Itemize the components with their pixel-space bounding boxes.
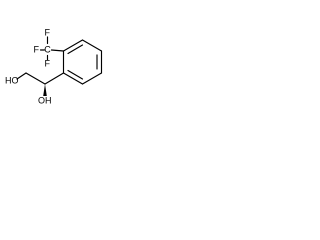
stereo-wedge-bond [43,84,47,96]
fluorine-left-label: F [34,44,40,54]
bond-ch2-to-ho [16,72,27,80]
ring-bond-lower-right [81,72,103,85]
bond-stereocenter-to-ch2 [25,72,46,85]
chemical-structure-diagram: F F F C HO OH [5,27,103,105]
carbon-label: C [44,44,51,54]
ring-bond-lower-left [62,72,84,85]
ring-bond-top-right [62,39,84,52]
hydroxyl-left-label: HO [5,75,19,85]
fluorine-top-label: F [45,27,51,37]
fluorine-lower-label: F [45,58,51,68]
bond-ring-to-stereocenter [44,72,65,85]
bonds [16,36,103,96]
hydroxyl-lower-label: OH [38,95,52,105]
ring-inner-double-bottom [67,69,84,80]
ring-inner-double-top [67,44,84,55]
ring-bond-upper-right [81,39,103,52]
bond-cf3-to-ring [50,49,65,52]
atom-labels: F F F C HO OH [5,27,52,105]
